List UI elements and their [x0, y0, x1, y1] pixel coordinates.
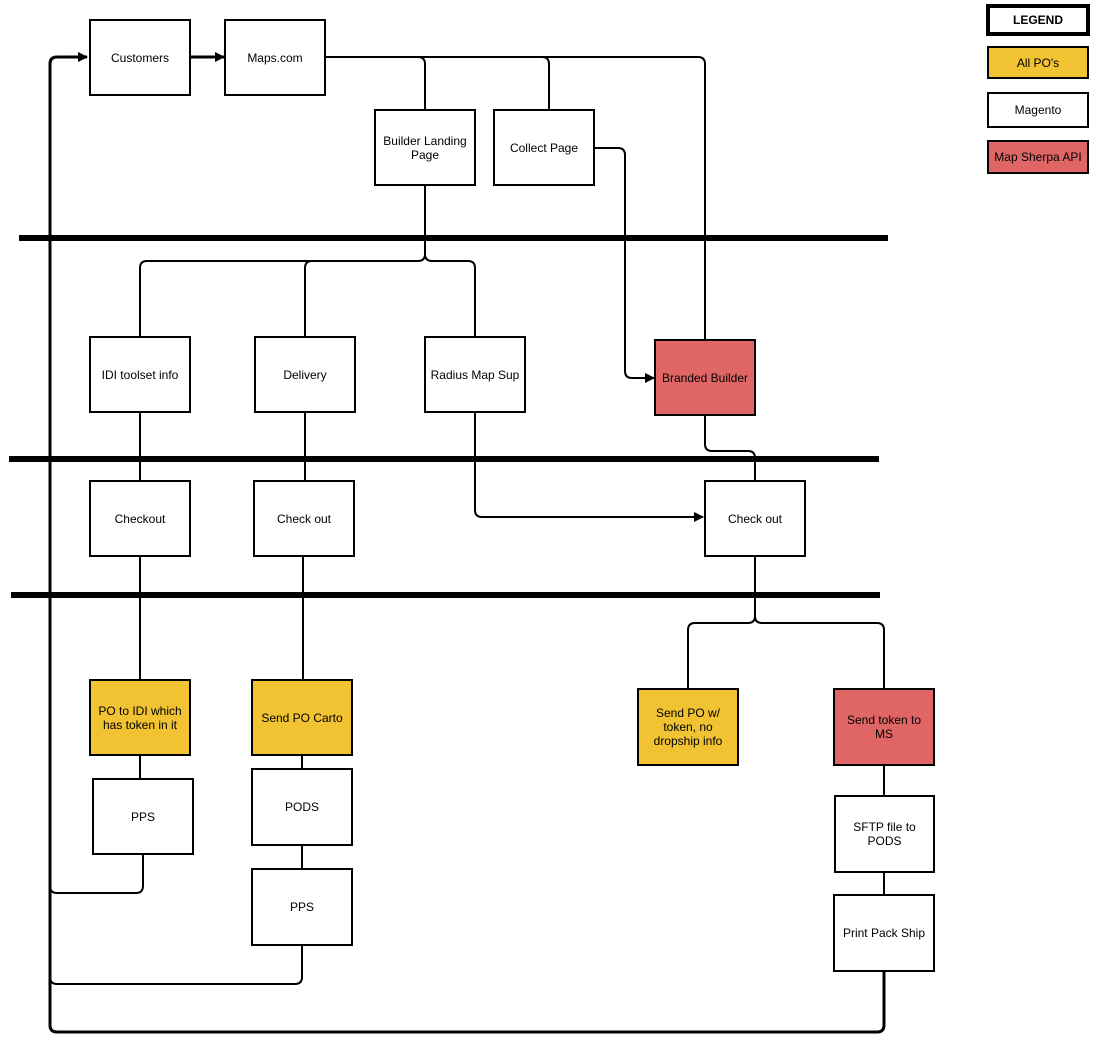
node-send-po-carto[interactable]: Send PO Carto: [251, 679, 353, 756]
node-pps-idi[interactable]: PPS: [92, 778, 194, 855]
node-maps-com[interactable]: Maps.com: [224, 19, 326, 96]
legend-item-po: All PO's: [987, 46, 1089, 79]
edge-checkout-sendtoken: [754, 615, 885, 689]
node-radius-map[interactable]: Radius Map Sup: [424, 336, 526, 413]
edge-checkout-sendpo: [687, 555, 756, 689]
node-branded-builder[interactable]: Branded Builder: [654, 339, 756, 416]
node-delivery[interactable]: Delivery: [254, 336, 356, 413]
node-send-token-ms[interactable]: Send token to MS: [833, 688, 935, 766]
edge-maps-builder: [325, 56, 426, 109]
legend-title: LEGEND: [986, 4, 1090, 36]
node-pps-carto[interactable]: PPS: [251, 868, 353, 946]
node-send-po-token[interactable]: Send PO w/ token, no dropship info: [637, 688, 739, 766]
node-idi-toolset[interactable]: IDI toolset info: [89, 336, 191, 413]
node-collect-page[interactable]: Collect Page: [493, 109, 595, 186]
edge-maps-branded: [542, 56, 706, 340]
edge-radius-checkout: [474, 412, 704, 522]
node-builder-landing[interactable]: Builder Landing Page: [374, 109, 476, 186]
node-sftp[interactable]: SFTP file to PODS: [834, 795, 935, 873]
node-pods[interactable]: PODS: [251, 768, 353, 846]
edge-builder-delivery: [304, 260, 418, 337]
node-po-to-idi[interactable]: PO to IDI which has token in it: [89, 679, 191, 756]
edge-print-return: [48, 52, 886, 1034]
node-checkout-idi[interactable]: Checkout: [89, 480, 191, 557]
node-checkout-branded[interactable]: Check out: [704, 480, 806, 557]
node-customers[interactable]: Customers: [89, 19, 191, 96]
edge-builder-radius: [424, 253, 476, 337]
edge-collect-branded: [594, 147, 655, 383]
legend-item-magento: Magento: [987, 92, 1089, 128]
edge-pps1-return: [49, 854, 144, 894]
edge-branded-checkout: [704, 415, 756, 480]
node-checkout-delivery[interactable]: Check out: [253, 480, 355, 557]
edge-maps-collect: [418, 56, 550, 109]
edge-pps2-return: [49, 945, 303, 985]
lane-dividers: [9, 235, 888, 598]
legend-item-map-sherpa: Map Sherpa API: [987, 140, 1089, 174]
node-print-pack-ship[interactable]: Print Pack Ship: [833, 894, 935, 972]
